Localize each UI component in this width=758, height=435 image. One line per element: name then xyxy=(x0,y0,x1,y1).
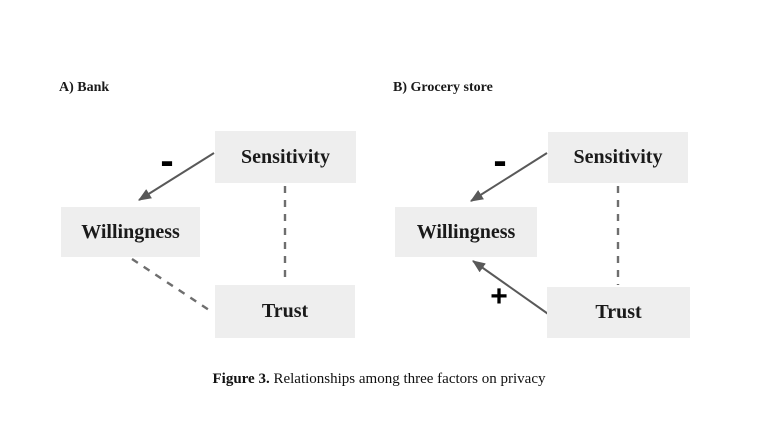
panel-b-label: B) Grocery store xyxy=(393,80,493,95)
edge-b-sensitivity-to-willingness-arrow xyxy=(470,152,548,202)
node-a-willingness: Willingness xyxy=(61,207,200,257)
panel-a-label: A) Bank xyxy=(59,80,110,95)
figure-caption: Figure 3. Relationships among three fact… xyxy=(0,371,758,388)
node-a-sensitivity: Sensitivity xyxy=(215,131,356,183)
node-b-willingness: Willingness xyxy=(395,207,537,257)
node-b-trust: Trust xyxy=(547,287,690,338)
node-b-sensitivity: Sensitivity xyxy=(548,132,688,183)
edge-b-trust-to-willingness-arrow xyxy=(472,260,552,317)
figure-caption-text: Relationships among three factors on pri… xyxy=(269,371,546,387)
edge-a-sensitivity-to-willingness-arrow xyxy=(138,152,215,201)
edge-a-willingness-to-trust-dashed xyxy=(131,257,213,314)
edge-sign-plus-b: + xyxy=(490,280,508,313)
figure-caption-label: Figure 3. xyxy=(212,371,270,387)
node-a-trust: Trust xyxy=(215,285,355,338)
edge-sign-minus-b: - xyxy=(493,139,507,183)
edge-sign-minus-a: - xyxy=(160,139,174,183)
